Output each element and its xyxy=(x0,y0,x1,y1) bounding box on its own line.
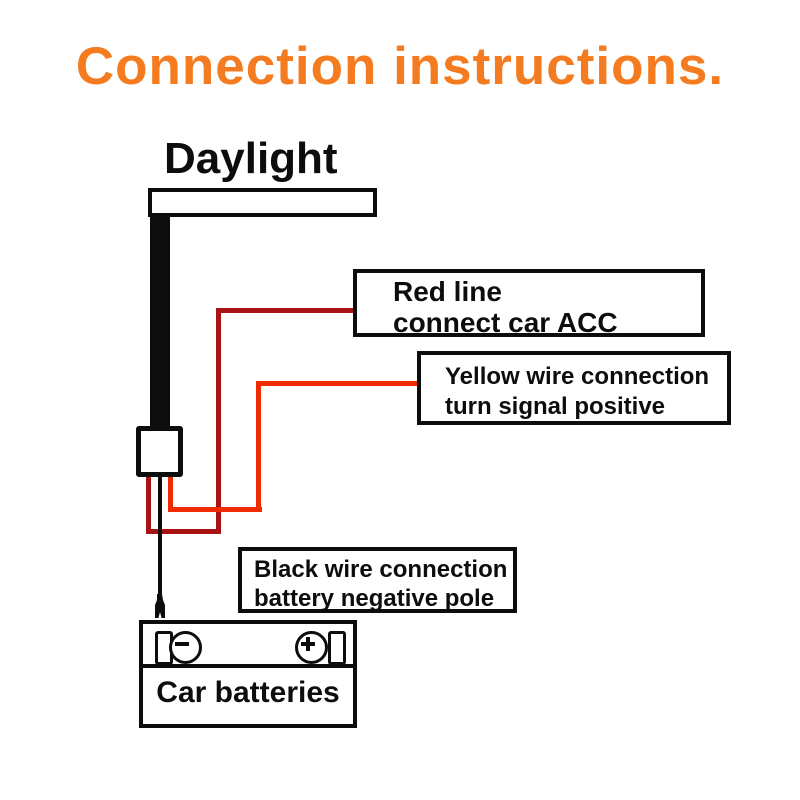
red-wire-segment xyxy=(146,474,151,534)
yellow-signal-label-box: Yellow wire connection turn signal posit… xyxy=(417,351,731,425)
page-title: Connection instructions. xyxy=(75,37,725,96)
label-line: Yellow wire connection xyxy=(445,363,710,390)
connector-box xyxy=(136,426,183,477)
red-wire-segment xyxy=(216,308,353,313)
daylight-label: Daylight xyxy=(164,134,338,183)
minus-terminal-icon xyxy=(169,631,202,664)
red-wire-segment xyxy=(216,308,221,534)
label-line: connect car ACC xyxy=(393,307,618,338)
daylight-strip xyxy=(148,188,377,217)
red-wire-segment xyxy=(146,529,221,534)
label-line: turn signal positive xyxy=(445,393,666,420)
orange-wire-segment xyxy=(256,381,261,512)
plus-terminal-icon xyxy=(295,631,328,664)
battery-post-right xyxy=(328,631,346,665)
label-line: Red line xyxy=(393,276,502,307)
wire-plug-icon xyxy=(149,594,171,620)
battery-top-section xyxy=(143,624,353,668)
label-line: battery negative pole xyxy=(254,585,495,612)
label-line: Black wire connection xyxy=(254,556,508,583)
black-wire-segment xyxy=(158,474,162,600)
orange-wire-segment xyxy=(168,507,262,512)
battery-box: Car batteries xyxy=(139,620,357,728)
orange-wire-segment xyxy=(168,474,173,512)
orange-wire-segment xyxy=(256,381,417,386)
battery-label: Car batteries xyxy=(156,676,340,709)
daylight-cable xyxy=(150,214,170,430)
black-negative-label-box: Black wire connection battery negative p… xyxy=(238,547,517,613)
red-acc-label-box: Red line connect car ACC xyxy=(353,269,705,338)
